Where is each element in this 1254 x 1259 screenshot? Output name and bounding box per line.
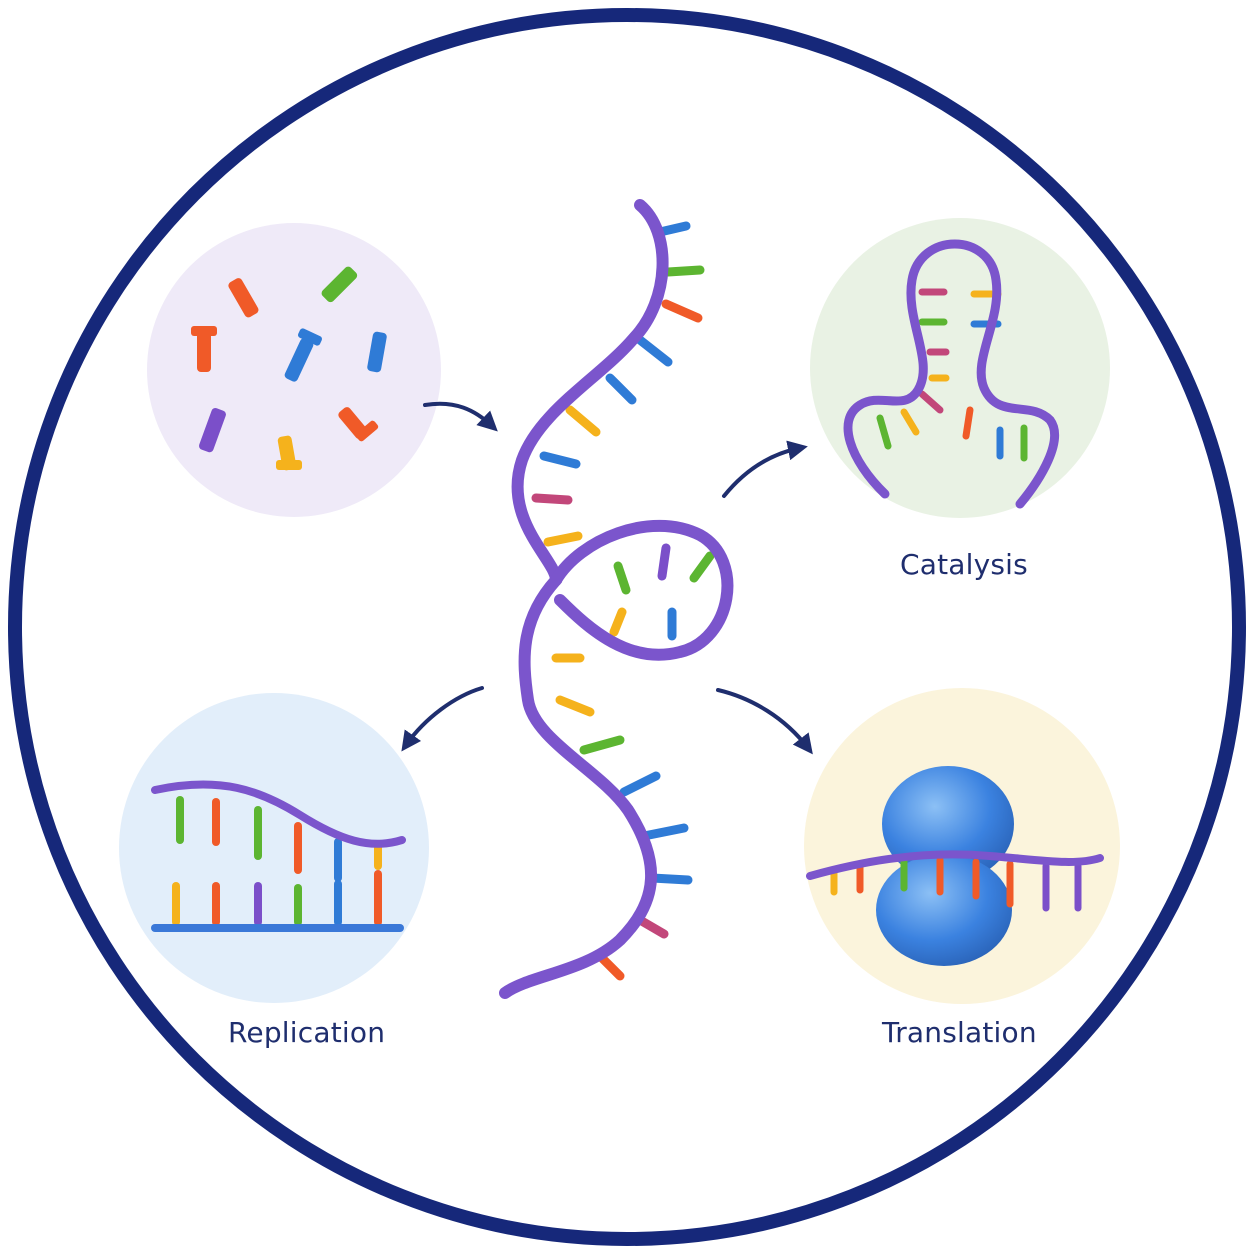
nucleotide-yellow-1-tip bbox=[276, 460, 302, 470]
nucleotide-green-1 bbox=[321, 266, 358, 303]
catalysis-background bbox=[810, 218, 1110, 518]
nucleotide-orange-3-tip bbox=[355, 420, 379, 442]
translation-label: Translation bbox=[882, 1016, 1037, 1049]
scattered-nucleotides-icon bbox=[191, 266, 387, 471]
arrow-rna-to-translation bbox=[716, 688, 813, 755]
top-strand-backbone bbox=[151, 780, 406, 848]
central-base-4 bbox=[635, 335, 673, 367]
central-base-1 bbox=[655, 221, 691, 237]
central-loop bbox=[550, 519, 734, 661]
loop-base-3 bbox=[918, 390, 944, 414]
nucleotide-purple-1 bbox=[199, 408, 226, 453]
central-base-2 bbox=[663, 265, 705, 277]
nucleotide-orange-2 bbox=[197, 330, 211, 372]
mrna-bases bbox=[830, 854, 1082, 912]
catalysis-panel bbox=[810, 218, 1110, 518]
arrow-rna-to-catalysis bbox=[722, 440, 808, 498]
central-base-9 bbox=[543, 531, 583, 547]
outer-border-ring bbox=[8, 8, 1246, 1246]
translation-panel bbox=[804, 688, 1120, 1004]
central-backbone bbox=[499, 199, 669, 999]
central-base-3 bbox=[661, 299, 703, 323]
replication-background bbox=[119, 693, 429, 1003]
ribozyme-hairpin-icon bbox=[843, 239, 1059, 509]
nucleotide-orange-2-tip bbox=[191, 326, 217, 336]
ribosome-small-subunit bbox=[876, 854, 1012, 966]
replication-label: Replication bbox=[228, 1016, 386, 1049]
central-base-13 bbox=[619, 771, 661, 797]
loop-base-1 bbox=[876, 414, 892, 450]
nucleotide-blue-2 bbox=[367, 331, 387, 373]
central-base-6 bbox=[565, 405, 601, 437]
central-base-15 bbox=[647, 873, 693, 885]
replication-panel bbox=[119, 693, 429, 1003]
central-bases bbox=[531, 221, 715, 981]
arrow-rna-to-replication bbox=[401, 686, 484, 752]
monomers-panel bbox=[147, 223, 441, 517]
rna-replication-icon bbox=[151, 780, 406, 932]
loop-base-4 bbox=[962, 406, 974, 440]
central-base-14 bbox=[639, 823, 689, 841]
loop-base-2 bbox=[900, 408, 920, 436]
flow-arrows bbox=[401, 401, 813, 755]
central-base-5 bbox=[605, 373, 637, 405]
loop-base-a bbox=[613, 561, 631, 595]
nucleotide-blue-1-tip bbox=[297, 328, 323, 346]
central-base-8 bbox=[531, 493, 573, 505]
central-base-12 bbox=[579, 735, 625, 755]
nucleotide-blue-1 bbox=[284, 338, 314, 382]
ribosome-translation-icon bbox=[806, 766, 1104, 966]
bottom-strand-bases bbox=[172, 870, 382, 926]
top-strand-bases bbox=[176, 796, 382, 882]
central-base-16 bbox=[635, 915, 669, 939]
rna-strand-icon bbox=[499, 199, 734, 999]
mrna-strand bbox=[806, 850, 1104, 880]
arrow-monomers-to-rna bbox=[423, 401, 498, 432]
loop-base-b bbox=[657, 543, 671, 581]
catalysis-label: Catalysis bbox=[900, 548, 1028, 581]
nucleotide-orange-1 bbox=[228, 278, 259, 318]
hairpin-backbone bbox=[843, 239, 1059, 509]
loop-base-d bbox=[609, 607, 627, 637]
loop-base-c bbox=[689, 551, 715, 583]
central-base-11 bbox=[555, 695, 595, 717]
hairpin-base-pairs bbox=[876, 288, 1028, 462]
central-base-7 bbox=[539, 451, 581, 469]
